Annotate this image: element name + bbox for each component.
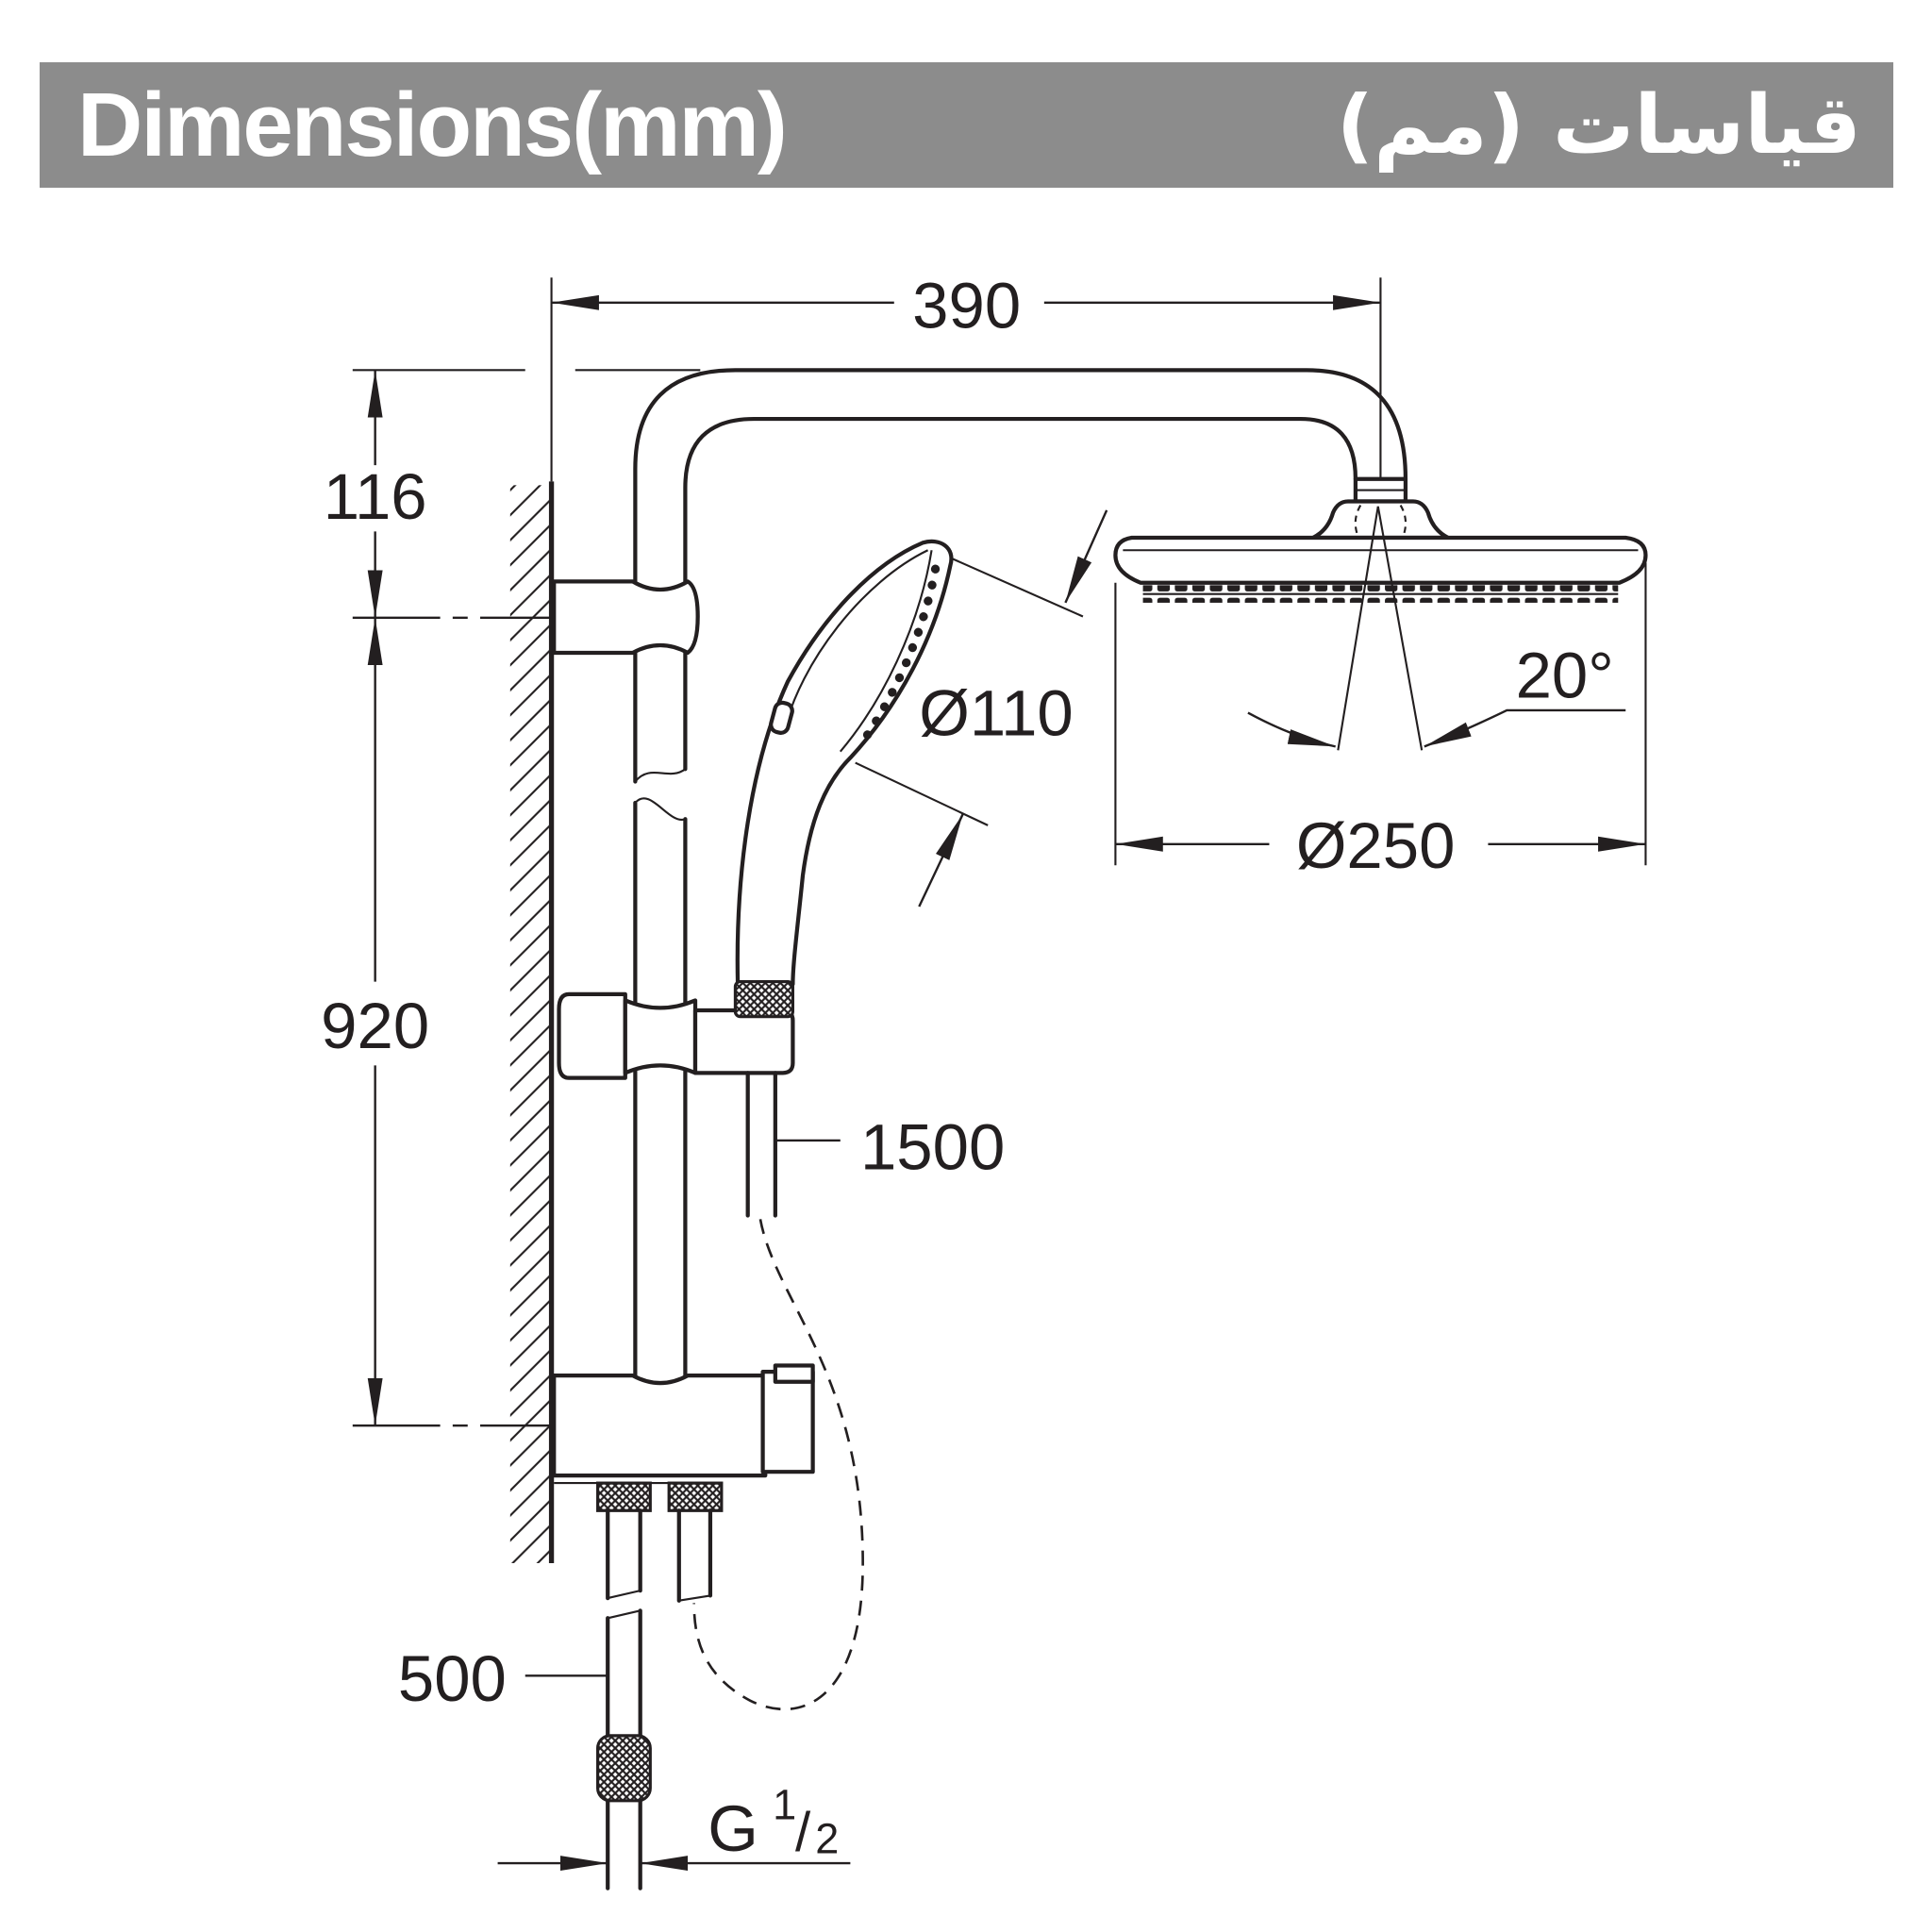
dimension-920: 920 bbox=[321, 617, 429, 1426]
tilt-left-arrow bbox=[1247, 711, 1336, 748]
left-pipe-break-bottom bbox=[607, 1609, 641, 1620]
dimension-tilt-angle: 20° bbox=[1247, 506, 1626, 751]
dimension-390-label: 390 bbox=[912, 269, 1021, 341]
hand-shower-bottom-extension-line bbox=[855, 761, 989, 826]
head-plate bbox=[1113, 535, 1648, 585]
thread-slash: / bbox=[795, 1802, 811, 1863]
slider-holder bbox=[692, 1008, 795, 1075]
hand-shower-head-back-line bbox=[783, 549, 929, 732]
dimension-o250-label: Ø250 bbox=[1296, 809, 1456, 882]
dimension-o110-top-arrow bbox=[1064, 509, 1108, 604]
overhead-shower-head bbox=[1113, 476, 1648, 603]
thread-denominator: 2 bbox=[815, 1814, 839, 1862]
hand-shower bbox=[733, 539, 954, 1019]
hand-shower-face-line bbox=[839, 550, 933, 753]
extension-lines bbox=[352, 277, 1647, 1427]
dimension-116: 116 bbox=[324, 370, 427, 618]
lower-wall-bracket bbox=[552, 1374, 768, 1478]
tilt-right-line bbox=[1376, 506, 1424, 751]
hose-length-label: 1500 bbox=[860, 1110, 1005, 1183]
dimension-o110-bottom-arrow bbox=[918, 813, 964, 908]
dimension-920-label: 920 bbox=[321, 990, 429, 1062]
hand-shower-spray-button bbox=[769, 700, 794, 735]
diverter-body bbox=[760, 1370, 815, 1474]
slider-knob bbox=[557, 991, 627, 1080]
right-pipe-break bbox=[678, 1594, 711, 1602]
rail-break-bottom bbox=[634, 797, 686, 821]
dimension-thread: G 1 / 2 bbox=[497, 1761, 851, 1872]
bottom-hose-nut bbox=[596, 1734, 652, 1803]
thread-numerator: 1 bbox=[773, 1781, 796, 1829]
right-connection-nut bbox=[667, 1481, 724, 1512]
hand-shower-body bbox=[735, 539, 954, 987]
tilt-angle-label: 20° bbox=[1516, 640, 1614, 712]
supply-connections bbox=[596, 1481, 724, 1890]
hand-shower-top-extension-line bbox=[952, 558, 1084, 618]
rail-break-top bbox=[634, 768, 687, 783]
lower-bracket-diverter bbox=[552, 1363, 815, 1485]
hand-shower-hose: 1500 bbox=[692, 1071, 1005, 1711]
rail-arm-outer-edge bbox=[633, 368, 1408, 784]
shower-rail bbox=[633, 368, 1408, 1380]
rail-arm-inner-edge bbox=[683, 416, 1358, 772]
dimension-o250: Ø250 bbox=[1115, 809, 1646, 882]
header-title-english: Dimensions(mm) bbox=[77, 74, 788, 175]
dimension-116-label: 116 bbox=[324, 460, 427, 533]
head-joint-hidden-left bbox=[1354, 504, 1362, 538]
thread-size-label: G 1 / 2 bbox=[708, 1761, 839, 1865]
head-joint-hidden-right bbox=[1399, 504, 1407, 538]
hose-hidden-path bbox=[692, 1219, 864, 1711]
left-pipe-break-top bbox=[607, 1590, 641, 1600]
tilt-right-arrow bbox=[1424, 708, 1626, 748]
tilt-left-line bbox=[1337, 506, 1379, 751]
left-connection-nut bbox=[596, 1481, 652, 1512]
header-title-arabic: قياسات (مم) bbox=[1336, 77, 1861, 173]
dimension-o110-label: Ø110 bbox=[919, 676, 1073, 749]
dimension-390: 390 bbox=[551, 269, 1381, 341]
upper-wall-bracket bbox=[552, 579, 700, 656]
dimension-500-label: 500 bbox=[398, 1642, 507, 1715]
dimension-500: 500 bbox=[398, 1642, 608, 1715]
wall bbox=[509, 481, 555, 1563]
wall-hatching bbox=[509, 485, 552, 1563]
dimension-o110: Ø110 bbox=[918, 509, 1108, 908]
header-bar: Dimensions(mm) قياسات (مم) bbox=[40, 62, 1893, 188]
slider-rail-clamp bbox=[623, 998, 698, 1075]
hand-shower-hose-nut bbox=[733, 979, 794, 1019]
diverter-knob bbox=[773, 1363, 815, 1384]
thread-letter: G bbox=[708, 1792, 758, 1865]
hand-shower-slider bbox=[557, 991, 795, 1080]
